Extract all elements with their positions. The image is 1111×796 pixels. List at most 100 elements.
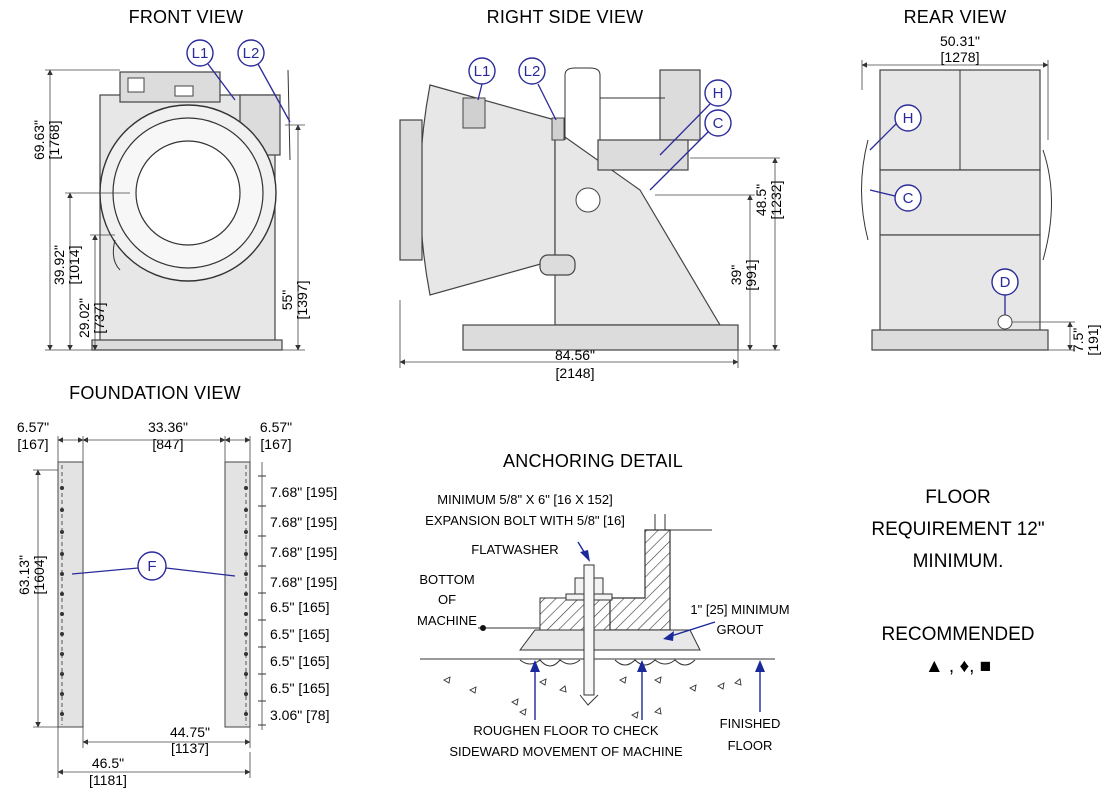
bolt-note-line1: MINIMUM 5/8" X 6" [16 X 152] [437, 492, 612, 507]
front-base [91, 339, 283, 351]
spacing-label: 6.5" [165] [270, 653, 329, 669]
floor-note-line3: MINIMUM. [913, 551, 1004, 572]
floor-note-line1: FLOOR [925, 487, 990, 508]
front-display [127, 77, 145, 93]
spacing-label: 6.5" [165] [270, 626, 329, 642]
spacing-label: 6.5" [165] [270, 599, 329, 615]
callout-c-side-label: C [713, 115, 724, 132]
spacing-label: 7.68" [195] [270, 574, 337, 590]
h-height-in: 48.5" [753, 184, 769, 216]
center-in: 33.36" [148, 419, 188, 435]
door-center-mm: [1014] [66, 246, 82, 285]
rear-drain-port [997, 314, 1013, 330]
callout-c-rear-label: C [903, 190, 914, 207]
callout-h-rear-label: H [903, 110, 914, 127]
door-bottom-mm: [737] [91, 302, 107, 333]
right-side-view: RIGHT SIDE VIEW L1 L2 H C 84.56" [2148] [399, 7, 784, 381]
outer-width-mm: [1181] [89, 772, 127, 788]
bottom-note-line3: MACHINE [417, 613, 477, 628]
spacing-label: 6.5" [165] [270, 680, 329, 696]
front-height-mm: [1768] [46, 121, 62, 160]
rear-width-in: 50.31" [940, 33, 980, 49]
floor-requirement-note: FLOOR REQUIREMENT 12" MINIMUM. RECOMMEND… [871, 487, 1044, 677]
c-height-in: 39" [728, 265, 744, 286]
inner-width-in: 44.75" [170, 724, 210, 740]
d-height-mm: [191] [1085, 324, 1101, 355]
front-door-glass [135, 140, 241, 246]
machine-base-plate [539, 597, 611, 631]
rear-side-pipe [861, 139, 869, 241]
roughen-note-line1: ROUGHEN FLOOR TO CHECK [473, 723, 658, 738]
rear-width-mm: [1278] [941, 49, 980, 65]
recommended-symbols: ▲ , ♦, ■ [925, 656, 991, 677]
spacing-label: 7.68" [195] [270, 544, 337, 560]
right-pad-in: 6.57" [260, 419, 292, 435]
spacing-labels: 7.68" [195] 7.68" [195] 7.68" [195] 7.68… [270, 484, 337, 723]
bolt-note-line2: EXPANSION BOLT WITH 5/8" [16] [425, 513, 625, 528]
machine-frame-section [609, 529, 671, 631]
side-outlet [575, 187, 601, 213]
outer-width-in: 46.5" [92, 755, 124, 771]
front-view-title: FRONT VIEW [129, 7, 244, 27]
spacing-ticks [258, 475, 266, 726]
spacing-label: 7.68" [195] [270, 514, 337, 530]
callout-f [137, 551, 167, 581]
side-depth-in: 84.56" [555, 347, 595, 363]
grout-note-line1: 1" [25] MINIMUM [690, 602, 789, 617]
left-pad-in: 6.57" [17, 419, 49, 435]
center-mm: [847] [152, 436, 183, 452]
side-top-box [659, 69, 701, 141]
rear-view-title: REAR VIEW [904, 7, 1007, 27]
side-l2-box [551, 117, 565, 141]
callout-l2-side-label: L2 [524, 63, 541, 80]
front-pipe [287, 69, 291, 161]
callout-h-side-label: H [713, 85, 724, 102]
right-pad-mm: [167] [260, 436, 291, 452]
bolt-note-line3: FLATWASHER [471, 542, 558, 557]
bottom-note-line1: BOTTOM [419, 572, 474, 587]
h-height-mm: [1232] [768, 181, 784, 220]
foundation-view-title: FOUNDATION VIEW [69, 383, 241, 403]
recommended-label: RECOMMENDED [881, 624, 1034, 645]
expansion-bolt [583, 564, 595, 696]
foundation-view: FOUNDATION VIEW 6.57" [167] 33.36" [847]… [16, 383, 337, 788]
callout-l1-side-label: L1 [474, 63, 491, 80]
c-height-mm: [991] [743, 259, 759, 290]
foundation-depth-mm: [1604] [31, 556, 47, 595]
l2-height-in: 55" [279, 290, 295, 311]
rear-base [871, 329, 1049, 351]
bottom-note-line2: OF [438, 592, 456, 607]
callout-l1-front [186, 39, 214, 67]
callout-l2-front [237, 39, 265, 67]
concrete-aggregate [443, 676, 742, 719]
front-handle [112, 239, 121, 271]
rear-view: REAR VIEW H C D 50.31" [1278] 7.5" [191] [861, 7, 1101, 356]
floor-note-line2: REQUIREMENT 12" [871, 519, 1044, 540]
foundation-bolt-holes [60, 486, 248, 716]
foundation-depth-in: 63.13" [16, 555, 32, 595]
door-bottom-in: 29.02" [76, 298, 92, 338]
inner-width-mm: [1137] [171, 740, 209, 756]
side-door [399, 119, 423, 261]
side-depth-mm: [2148] [556, 365, 595, 381]
finished-note-line2: FLOOR [728, 738, 773, 753]
callout-f-label: F [147, 558, 156, 575]
spacing-label: 7.68" [195] [270, 484, 337, 500]
door-center-in: 39.92" [51, 245, 67, 285]
anchoring-detail: ANCHORING DETAIL MINIMUM 5/8" X 6" [16 X… [417, 451, 790, 759]
grout-note-line2: GROUT [717, 622, 764, 637]
left-pad-mm: [167] [17, 436, 48, 452]
callout-l1-front-label: L1 [192, 45, 209, 62]
callout-l2-front-label: L2 [243, 45, 260, 62]
finished-note-line1: FINISHED [720, 716, 781, 731]
front-height-in: 69.63" [31, 120, 47, 160]
right-view-title: RIGHT SIDE VIEW [487, 7, 644, 27]
side-drum [419, 84, 556, 296]
front-switch [174, 85, 194, 97]
roughen-note-line2: SIDEWARD MOVEMENT OF MACHINE [449, 744, 683, 759]
l2-height-mm: [1397] [294, 281, 310, 320]
callout-d-rear-label: D [1000, 274, 1011, 291]
side-l1-box [462, 97, 486, 129]
spacing-label: 3.06" [78] [270, 707, 329, 723]
